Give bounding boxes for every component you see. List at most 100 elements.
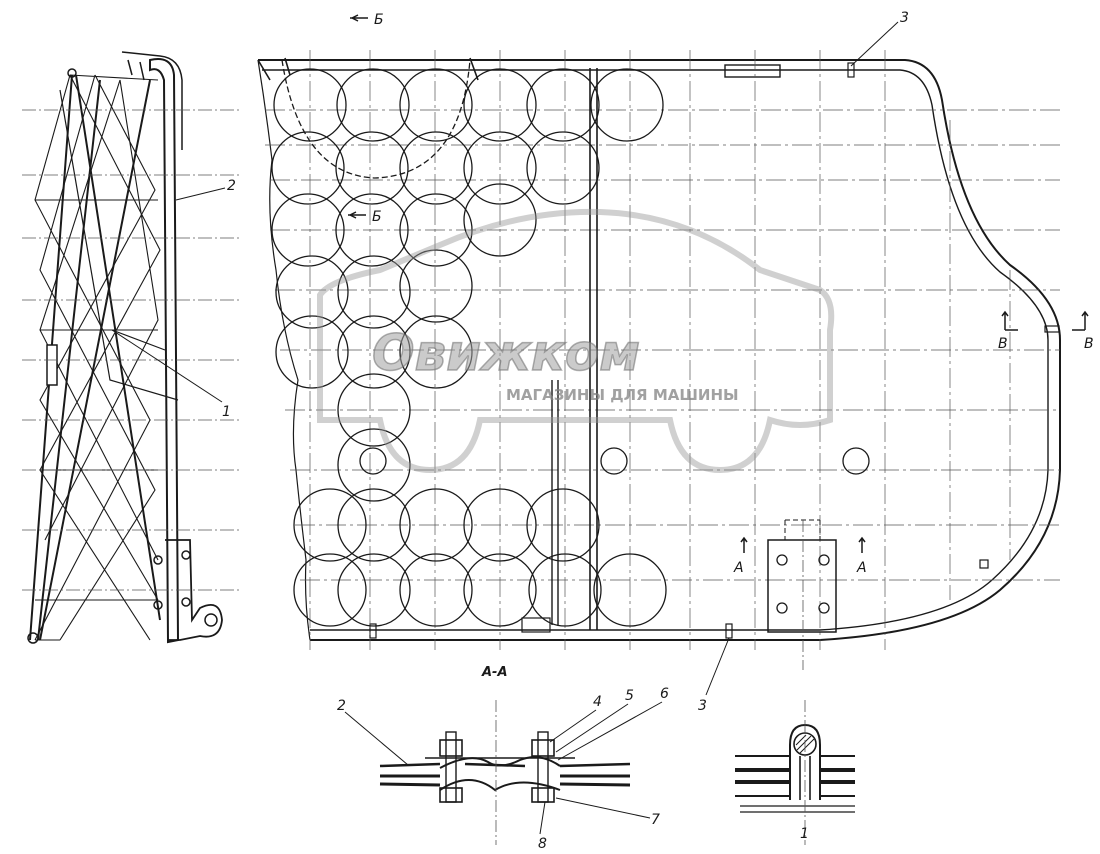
coil-spring: [463, 488, 537, 562]
bolt-shank-left: [445, 731, 457, 803]
clip-layer-base: [740, 805, 855, 813]
label-detail-8: 8: [538, 836, 547, 852]
leader-detail-7: [555, 797, 651, 819]
coil-spring: [336, 68, 410, 142]
coil-spring: [275, 255, 349, 329]
section-arrow-a-right: [858, 536, 866, 553]
coil-spring: [590, 68, 664, 142]
leader-detail-8: [539, 801, 546, 835]
tube-sleeve-top: [724, 64, 781, 78]
plate-bolt: [818, 602, 830, 614]
plate-hole: [842, 447, 870, 475]
nut-left: [439, 787, 463, 803]
label-part-3-top: 3: [900, 10, 909, 26]
section-arrow-v-right: [1072, 310, 1089, 331]
leader-detail-2: [344, 711, 409, 766]
label-section-b-mid: Б: [372, 209, 382, 225]
frame-tube-inner: [262, 69, 1049, 631]
coil-spring: [293, 488, 367, 562]
side-leader-1: [111, 329, 223, 403]
side-frame-bar: [149, 58, 180, 644]
side-bolt-1: [181, 550, 191, 560]
coil-spring: [399, 249, 473, 323]
coil-spring: [463, 68, 537, 142]
mounting-plate-dashed: [784, 519, 821, 540]
plate-bolt: [818, 554, 830, 566]
section-v-v-detail: [735, 700, 855, 845]
bolt-head-left: [439, 739, 463, 757]
coil-spring: [463, 183, 537, 257]
coil-spring: [337, 255, 411, 329]
coil-spring: [526, 68, 600, 142]
tube-clip-left: [369, 623, 377, 639]
frame-hook-top: [257, 57, 479, 81]
watermark-brand: Овижком: [372, 324, 640, 382]
break-line-left: [257, 59, 311, 641]
section-arrow-v-left: [1001, 310, 1018, 331]
mounting-plate: [767, 539, 837, 633]
coil-spring: [293, 553, 367, 627]
coil-spring: [335, 131, 409, 205]
coil-spring: [593, 553, 667, 627]
side-bolt-3: [153, 555, 163, 565]
tube-clip-bottom: [725, 623, 733, 639]
side-bolt-2: [181, 597, 191, 607]
bolt-shank-right: [537, 731, 549, 803]
side-bottom-bracket: [165, 539, 223, 641]
coil-spring: [463, 131, 537, 205]
section-arrow-b-mid: [348, 211, 366, 219]
frame-tube-outer: [258, 59, 1061, 641]
side-top-hook: [121, 51, 183, 150]
section-arrow-a-left: [740, 536, 748, 553]
side-view: [22, 51, 240, 644]
label-detail-2: 2: [337, 698, 346, 714]
coil-spring: [337, 373, 411, 447]
plate-bolt: [776, 602, 788, 614]
label-section-v-right: В: [1084, 336, 1094, 352]
coil-spring: [526, 488, 600, 562]
label-section-title: А-А: [481, 665, 508, 680]
label-section-b-top: Б: [374, 12, 384, 28]
coil-spring: [275, 315, 349, 389]
clip-rod-hatch: [795, 734, 815, 754]
coil-spring: [526, 131, 600, 205]
bolt-head-right: [531, 739, 555, 757]
side-bolt-4: [153, 600, 163, 610]
plan-view: [257, 14, 1089, 696]
label-section-a-left: А: [733, 560, 744, 576]
section-layer-lower: [379, 774, 631, 787]
coil-spring: [399, 488, 473, 562]
coil-spring: [335, 193, 409, 267]
coil-spring: [337, 315, 411, 389]
label-part-1: 1: [222, 404, 231, 420]
section-saddle: [439, 756, 561, 792]
tube-clip-right: [1044, 325, 1060, 333]
coil-spring: [463, 553, 537, 627]
section-a-a-detail: [344, 700, 663, 845]
nut-right: [531, 787, 555, 803]
side-clip: [46, 344, 58, 386]
rod-foot: [521, 617, 551, 633]
tube-clip-top: [847, 62, 855, 78]
watermark-tagline: МАГАЗИНЫ ДЛЯ МАШИНЫ: [506, 386, 739, 404]
leader-detail-6: [557, 701, 663, 761]
tube-clip-br: [979, 559, 989, 569]
coil-spring: [399, 315, 473, 389]
coil-spring: [399, 193, 473, 267]
coil-spring: [399, 131, 473, 205]
watermark-car-outline: [317, 208, 835, 474]
side-bracket-hole: [204, 613, 218, 627]
plate-bolt: [776, 554, 788, 566]
top-cutout-arc: [281, 59, 471, 179]
coil-spring: [271, 193, 345, 267]
vertical-rod-1: [589, 68, 598, 630]
plate-hole: [600, 447, 628, 475]
side-bottom-ring: [27, 632, 39, 644]
vertical-rod-2: [551, 380, 559, 625]
plate-hole: [359, 447, 387, 475]
label-detail-1: 1: [800, 826, 809, 842]
label-section-a-right: А: [856, 560, 867, 576]
label-detail-6: 6: [660, 686, 669, 702]
leader-part-3-top: [850, 21, 899, 67]
